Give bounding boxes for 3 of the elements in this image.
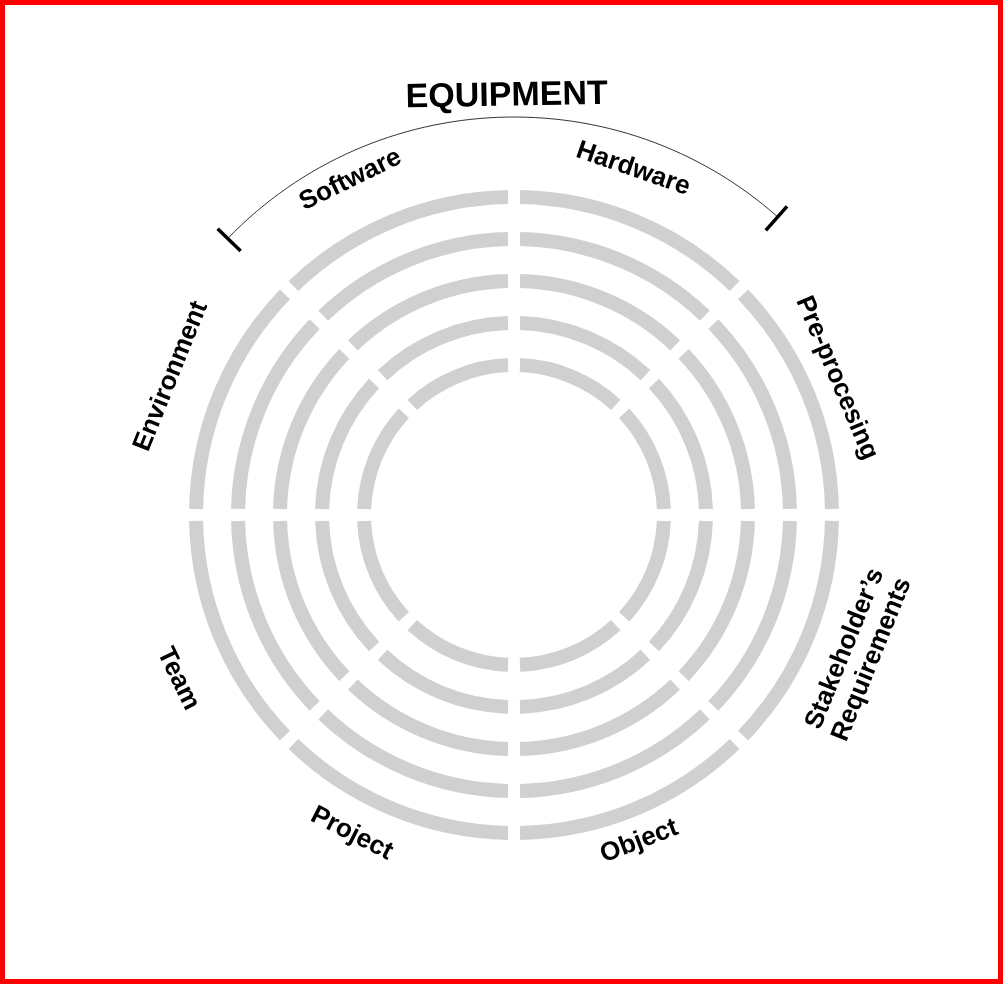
sector-label: Team xyxy=(159,644,197,711)
bracket-label: EQUIPMENT xyxy=(407,80,608,114)
sector-label: Object xyxy=(601,818,680,860)
